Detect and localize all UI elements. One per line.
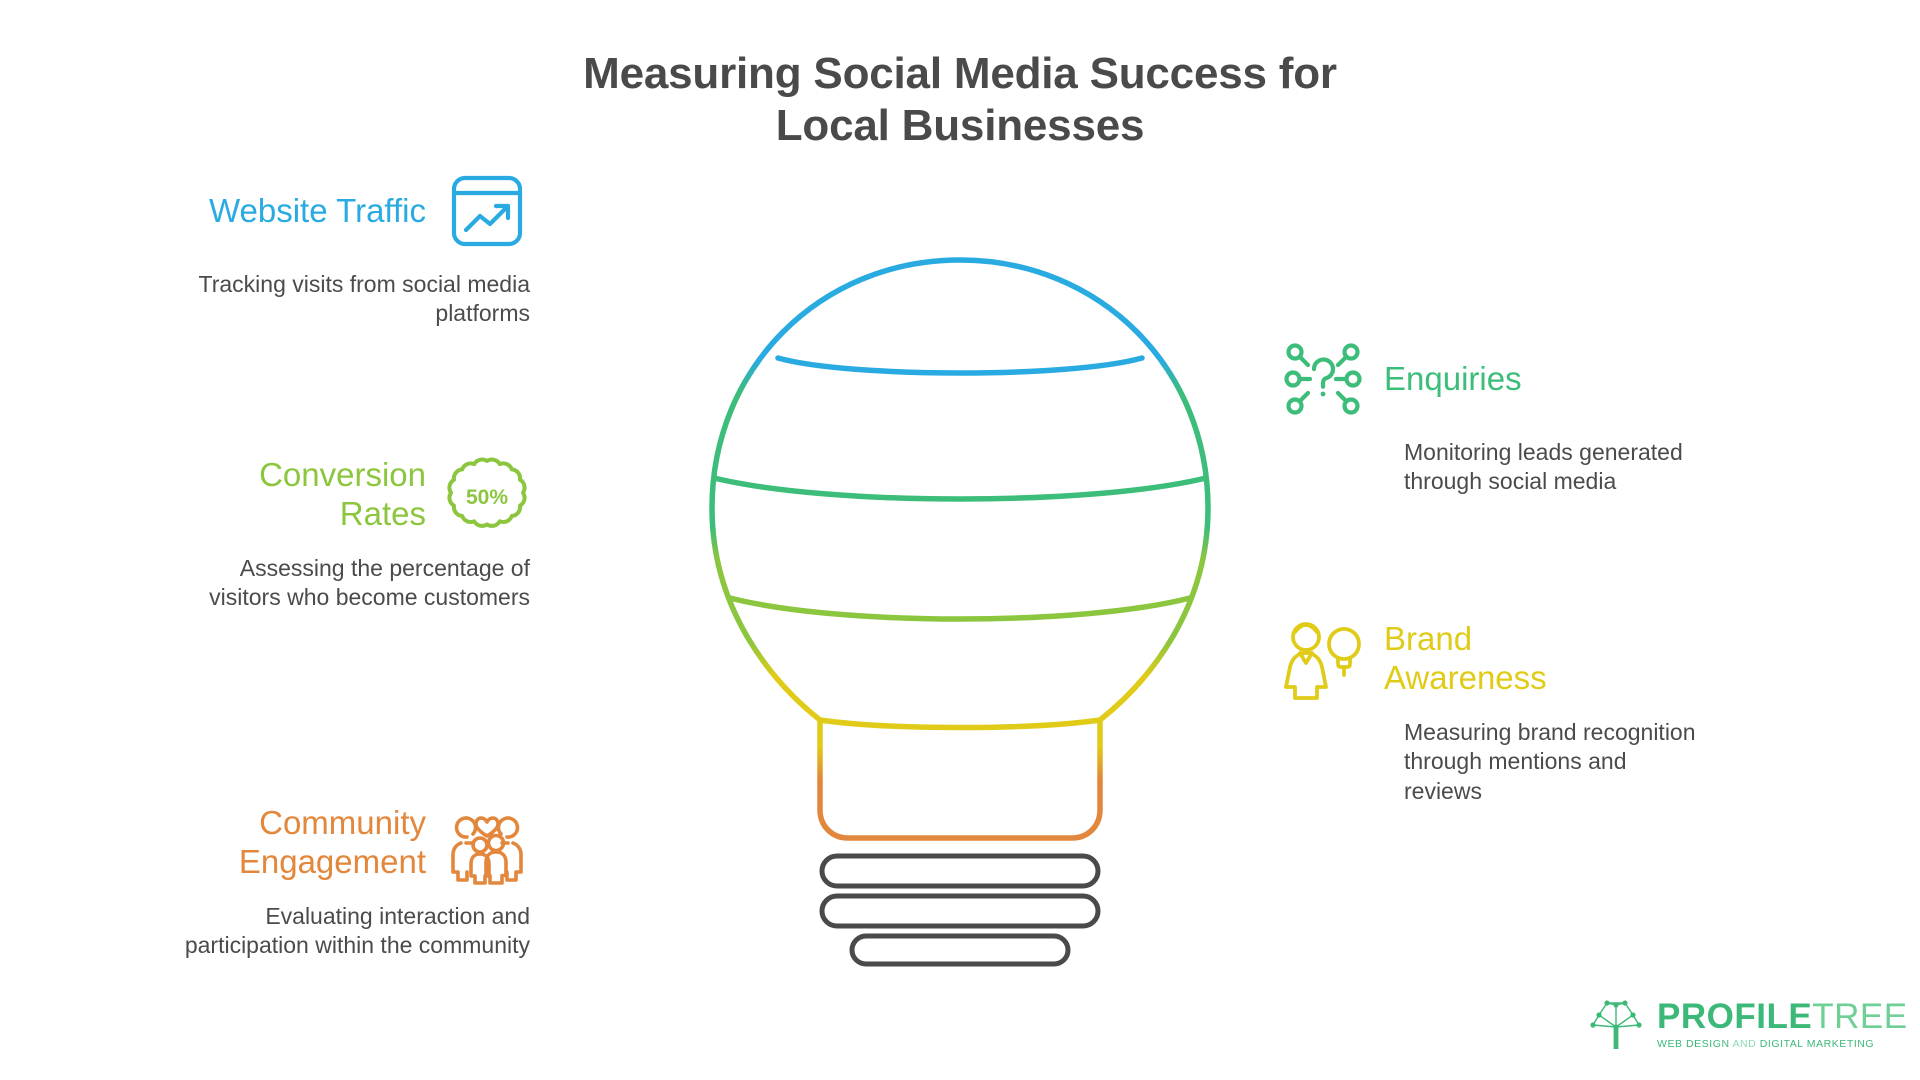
item-community-engagement-title: Community Engagement <box>238 804 426 880</box>
item-enquiries-header: Enquiries <box>1280 336 1640 422</box>
page-title-line-2: Local Businesses <box>775 100 1145 150</box>
item-community-engagement-description: Evaluating interaction and participation… <box>184 903 530 959</box>
item-enquiries: Enquiries Monitoring leads generated thr… <box>1280 336 1683 497</box>
logo-tagline: WEB DESIGN AND DIGITAL MARKETING <box>1657 1038 1908 1050</box>
person-lightbulb-icon <box>1280 616 1366 702</box>
item-website-traffic: Website Traffic Tracking visits from soc… <box>180 168 530 329</box>
page-title-line-1: Measuring Social Media Success for <box>583 49 1337 98</box>
item-conversion-rates-header: Conversion Rates 50% <box>180 452 530 538</box>
browser-chart-icon <box>444 168 530 254</box>
page-title: Measuring Social Media Success for Local… <box>560 48 1360 152</box>
item-website-traffic-header: Website Traffic <box>180 168 530 254</box>
item-brand-awareness-description: Measuring brand recognition through ment… <box>1404 719 1696 804</box>
logo-tagline-part-2: AND <box>1732 1037 1760 1050</box>
logo-name-bold: PROFILE <box>1657 996 1813 1036</box>
percent-badge-label: 50% <box>466 486 508 509</box>
item-conversion-rates-description: Assessing the percentage of visitors who… <box>209 555 530 611</box>
question-network-icon <box>1280 336 1366 422</box>
item-community-engagement-header: Community Engagement <box>180 800 530 886</box>
lightbulb-illustration <box>700 250 1220 970</box>
family-heart-icon <box>444 800 530 886</box>
item-brand-awareness-header: Brand Awareness <box>1280 616 1640 702</box>
item-website-traffic-title: Website Traffic <box>208 191 426 229</box>
item-conversion-rates-title: Conversion Rates <box>259 456 426 532</box>
tree-network-icon <box>1585 993 1647 1055</box>
logo-name-light: TREE <box>1812 996 1908 1036</box>
profiletree-logo: PROFILETREE WEB DESIGN AND DIGITAL MARKE… <box>1585 985 1907 1063</box>
logo-name: PROFILETREE <box>1657 999 1908 1034</box>
item-brand-awareness: Brand Awareness Measuring brand recognit… <box>1280 616 1696 806</box>
logo-tagline-part-3: DIGITAL MARKETING <box>1759 1037 1875 1050</box>
item-conversion-rates: Conversion Rates 50% Assessing the perce… <box>180 452 530 613</box>
logo-wordmark: PROFILETREE WEB DESIGN AND DIGITAL MARKE… <box>1657 999 1908 1050</box>
item-community-engagement: Community Engagement <box>180 800 530 961</box>
logo-tagline-part-1: WEB DESIGN <box>1657 1037 1733 1050</box>
percent-badge-icon: 50% <box>444 452 530 538</box>
item-website-traffic-description: Tracking visits from social media platfo… <box>198 271 530 327</box>
item-enquiries-title: Enquiries <box>1384 359 1522 397</box>
item-brand-awareness-title: Brand Awareness <box>1384 620 1547 696</box>
item-enquiries-description: Monitoring leads generated through socia… <box>1404 439 1683 495</box>
